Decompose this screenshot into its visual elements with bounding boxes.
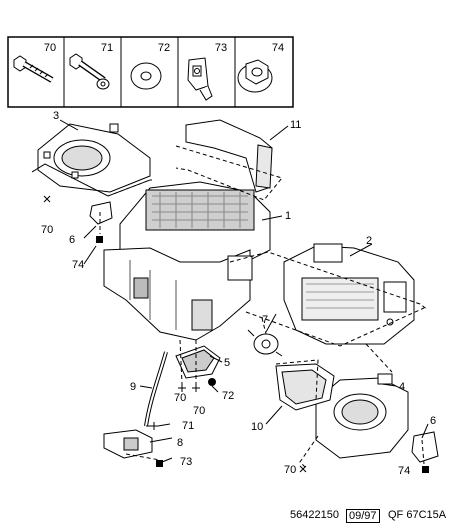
callout-10: 10	[251, 421, 263, 433]
callout-71: 71	[182, 420, 194, 432]
blower-inlet-housing	[37, 123, 151, 193]
bolt-marker	[43, 195, 51, 203]
flat-washer-icon	[130, 62, 162, 90]
spring-clip-nut-icon	[187, 57, 213, 101]
heater-housing	[103, 181, 271, 341]
assembly-guides	[99, 145, 429, 469]
callout-labels: 3 11 1 2 4 5 6 6 7 8 9 10 70 70 70 70 71…	[41, 110, 436, 477]
intake-duct	[275, 363, 335, 411]
washer-marker	[208, 378, 216, 386]
fastener-legend: 70 71 72 73 74	[7, 36, 294, 108]
diagram-date: 09/97	[346, 509, 380, 523]
nut-marker	[422, 466, 429, 473]
diagram-reference-number: 56422150	[290, 509, 339, 521]
callout-4: 4	[399, 381, 405, 393]
nut-marker	[96, 236, 103, 243]
callout-8: 8	[177, 437, 183, 449]
flange-nut-icon	[237, 59, 273, 93]
bolt-marker	[178, 384, 186, 392]
cable-clip	[103, 429, 153, 459]
legend-number-71: 71	[101, 42, 113, 54]
callout-5: 5	[224, 357, 230, 369]
retaining-clip-left	[89, 201, 113, 225]
air-duct	[185, 119, 273, 193]
legend-number-70: 70	[44, 42, 56, 54]
flap-bracket	[175, 345, 221, 379]
blower-housing	[315, 373, 409, 459]
callout-73: 73	[180, 456, 192, 468]
callout-70-d: 70	[284, 464, 296, 476]
diagram-code: QF 67C15A	[388, 509, 447, 521]
callout-3: 3	[53, 110, 59, 122]
legend-number-72: 72	[158, 42, 170, 54]
evaporator-casing	[283, 243, 415, 345]
callout-1: 1	[285, 210, 291, 222]
hex-bolt-icon	[13, 55, 54, 83]
callout-9: 9	[130, 381, 136, 393]
callout-70-c: 70	[193, 405, 205, 417]
flange-bolt-icon	[69, 53, 110, 90]
clip-nut-marker	[156, 460, 163, 467]
callout-72: 72	[222, 390, 234, 402]
legend-number-73: 73	[215, 42, 227, 54]
assembly-line	[31, 163, 152, 197]
retaining-clip-right	[411, 431, 439, 463]
legend-number-74: 74	[272, 42, 284, 54]
callout-6-right: 6	[430, 415, 436, 427]
callout-6-left: 6	[69, 234, 75, 246]
bolt-marker	[192, 384, 200, 392]
callout-74-b: 74	[398, 465, 410, 477]
callout-70-a: 70	[41, 224, 53, 236]
leader-lines	[59, 119, 429, 463]
flap-actuator	[247, 329, 283, 357]
callout-11: 11	[290, 119, 301, 131]
callout-70-b: 70	[174, 392, 186, 404]
callout-2: 2	[366, 235, 372, 247]
callout-74-a: 74	[72, 259, 84, 271]
callout-7: 7	[262, 314, 268, 326]
